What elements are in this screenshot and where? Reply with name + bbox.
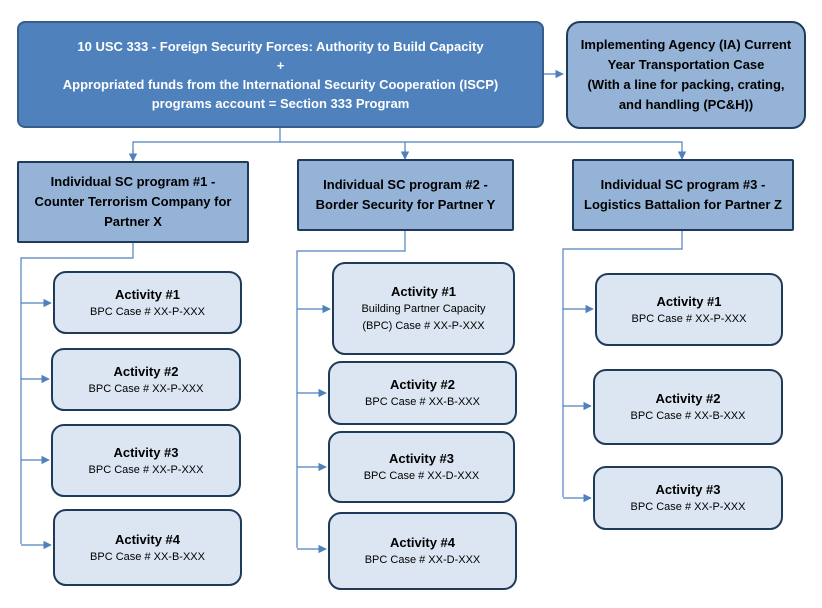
activity-case: BPC Case # XX-P-XXX (90, 305, 205, 318)
activity-case: BPC Case # XX-B-XXX (365, 396, 480, 408)
activity-case: BPC Case # XX-B-XXX (630, 410, 746, 422)
program-1-line-3: Partner X (104, 214, 162, 229)
program-1-activity-2: Activity #2 BPC Case # XX-P-XXX (51, 348, 241, 411)
activity-case: BPC Case # XX-P-XXX (88, 463, 204, 476)
activity-title: Activity #4 (114, 531, 181, 547)
activity-title: Activity #1 (114, 286, 181, 302)
connector-top-to-programs (132, 128, 683, 161)
program-1-box: Individual SC program #1 - Counter Terro… (17, 161, 249, 243)
program-1-activity-3: Activity #3 BPC Case # XX-P-XXX (51, 424, 241, 497)
activity-title: Activity #4 (389, 535, 456, 550)
ia-line-1: Implementing Agency (IA) Current (580, 37, 792, 52)
activity-description-line-2: (BPC) Case # XX-P-XXX (362, 320, 485, 332)
ia-line-4: and handling (PC&H)) (618, 97, 754, 112)
ia-line-2: Year Transportation Case (607, 57, 765, 72)
program-2-line-1: Individual SC program #2 - (323, 177, 488, 192)
program-2-activity-3: Activity #3 BPC Case # XX-D-XXX (328, 431, 515, 503)
program-3-line-2: Logistics Battalion for Partner Z (584, 197, 782, 212)
program-1-activity-1: Activity #1 BPC Case # XX-P-XXX (53, 271, 242, 334)
program-2-activity-4: Activity #4 BPC Case # XX-D-XXX (328, 512, 517, 590)
program-3-box: Individual SC program #3 - Logistics Bat… (572, 159, 794, 231)
program-3-activity-3: Activity #3 BPC Case # XX-P-XXX (593, 466, 783, 530)
activity-title: Activity #1 (390, 284, 457, 299)
program-3-line-1: Individual SC program #3 - (600, 177, 766, 192)
program-2-activity-2: Activity #2 BPC Case # XX-B-XXX (328, 361, 517, 425)
program-2-box: Individual SC program #2 - Border Securi… (297, 159, 514, 231)
authority-title: 10 USC 333 - Foreign Security Forces: Au… (77, 38, 484, 54)
authority-plus: + (276, 57, 285, 73)
program-1-activity-4: Activity #4 BPC Case # XX-B-XXX (53, 509, 242, 586)
activity-title: Activity #2 (113, 363, 179, 379)
activity-case: BPC Case # XX-D-XXX (363, 470, 480, 482)
activity-description-line-1: Building Partner Capacity (361, 303, 486, 315)
program-1-line-2: Counter Terrorism Company for (34, 194, 232, 209)
activity-case: BPC Case # XX-P-XXX (88, 382, 204, 395)
activity-case: BPC Case # XX-P-XXX (630, 501, 746, 513)
program-3-activity-2: Activity #2 BPC Case # XX-B-XXX (593, 369, 783, 445)
ia-transportation-case-box: Implementing Agency (IA) Current Year Tr… (566, 21, 806, 129)
activity-case: BPC Case # XX-B-XXX (90, 550, 205, 563)
program-1-line-1: Individual SC program #1 - (50, 174, 216, 189)
activity-title: Activity #1 (656, 293, 722, 309)
activity-title: Activity #2 (655, 391, 721, 406)
authority-funds-line: Appropriated funds from the Internationa… (62, 76, 499, 92)
activity-title: Activity #2 (389, 377, 456, 392)
connector-program3-activities (562, 231, 683, 497)
ia-line-3: (With a line for packing, crating, (587, 77, 785, 92)
activity-case: BPC Case # XX-D-XXX (364, 554, 481, 566)
activity-case: BPC Case # XX-P-XXX (631, 312, 747, 325)
activity-title: Activity #3 (388, 451, 455, 466)
program-3-activity-1: Activity #1 BPC Case # XX-P-XXX (595, 273, 783, 346)
authority-box: 10 USC 333 - Foreign Security Forces: Au… (17, 21, 544, 128)
activity-title: Activity #3 (655, 482, 721, 497)
connector-program1-activities (20, 243, 134, 544)
activity-title: Activity #3 (113, 444, 179, 460)
program-2-activity-1: Activity #1 Building Partner Capacity (B… (332, 262, 515, 355)
authority-program-line: programs account = Section 333 Program (151, 95, 410, 111)
connector-program2-activities (296, 231, 406, 548)
program-2-line-2: Border Security for Partner Y (315, 197, 496, 212)
